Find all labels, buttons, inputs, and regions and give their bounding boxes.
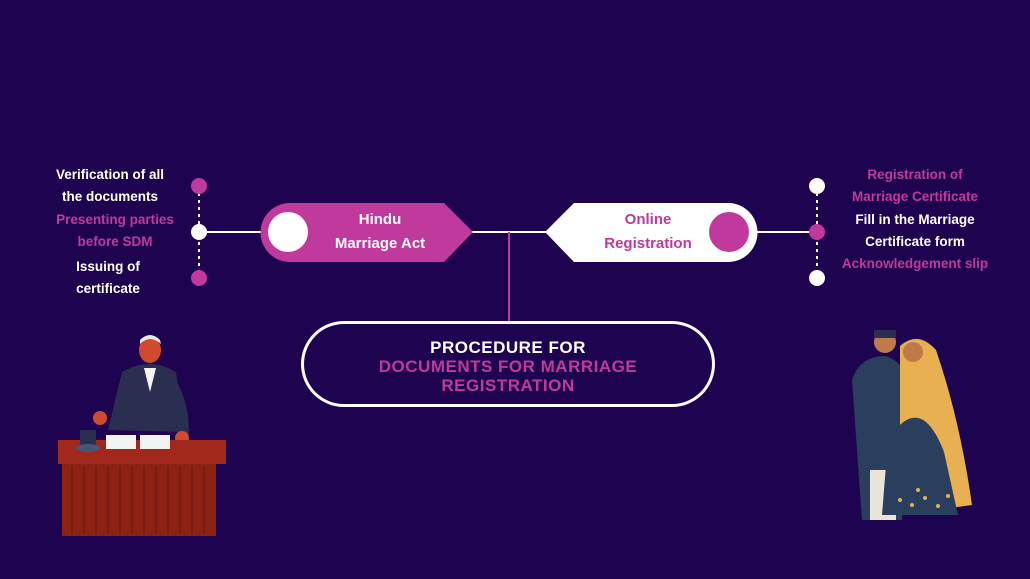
right-step-2: Fill in the Marriage Certificate form [845, 209, 985, 253]
right-step-3-label: Acknowledgement slip [841, 256, 989, 271]
right-node-line1: Online [624, 211, 672, 228]
left-step-2-label: Presenting parties before SDM [56, 212, 174, 249]
left-node-shape[interactable] [260, 203, 474, 262]
procedure-title: PROCEDURE FOR [430, 338, 586, 357]
right-step-1: Registration of Marriage Certificate [845, 164, 985, 208]
right-dot-1 [809, 178, 825, 194]
couple-illustration [852, 330, 972, 520]
right-dot-2 [809, 224, 825, 240]
right-step-2-label: Fill in the Marriage Certificate form [855, 212, 975, 249]
right-node-line2: Registration [604, 235, 692, 252]
procedure-subtitle-line1: DOCUMENTS FOR MARRIAGE [378, 357, 638, 376]
procedure-subtitle-line2: REGISTRATION [441, 376, 575, 395]
left-step-3-label: Issuing of certificate [76, 259, 140, 296]
left-node-line2: Marriage Act [334, 235, 426, 252]
right-node-shape[interactable] [545, 203, 758, 262]
right-dot-3 [809, 270, 825, 286]
procedure-box: PROCEDURE FOR DOCUMENTS FOR MARRIAGE REG… [301, 321, 715, 407]
right-step-1-label: Registration of Marriage Certificate [851, 167, 979, 204]
left-step-3: Issuing of certificate [58, 256, 158, 300]
judge-illustration [58, 335, 226, 536]
left-node-line1: Hindu [358, 211, 402, 228]
left-dot-2 [191, 224, 207, 240]
right-node-circle [709, 212, 749, 252]
left-dot-3 [191, 270, 207, 286]
left-node-label: Hindu Marriage Act [318, 208, 442, 256]
left-dot-1 [191, 178, 207, 194]
left-node-circle [268, 212, 308, 252]
right-node-label: Online Registration [586, 208, 710, 256]
left-step-1: Verification of all the documents [46, 164, 174, 208]
left-step-1-label: Verification of all the documents [55, 167, 165, 204]
left-step-2: Presenting parties before SDM [46, 209, 184, 253]
right-step-3: Acknowledgement slip [840, 253, 990, 275]
